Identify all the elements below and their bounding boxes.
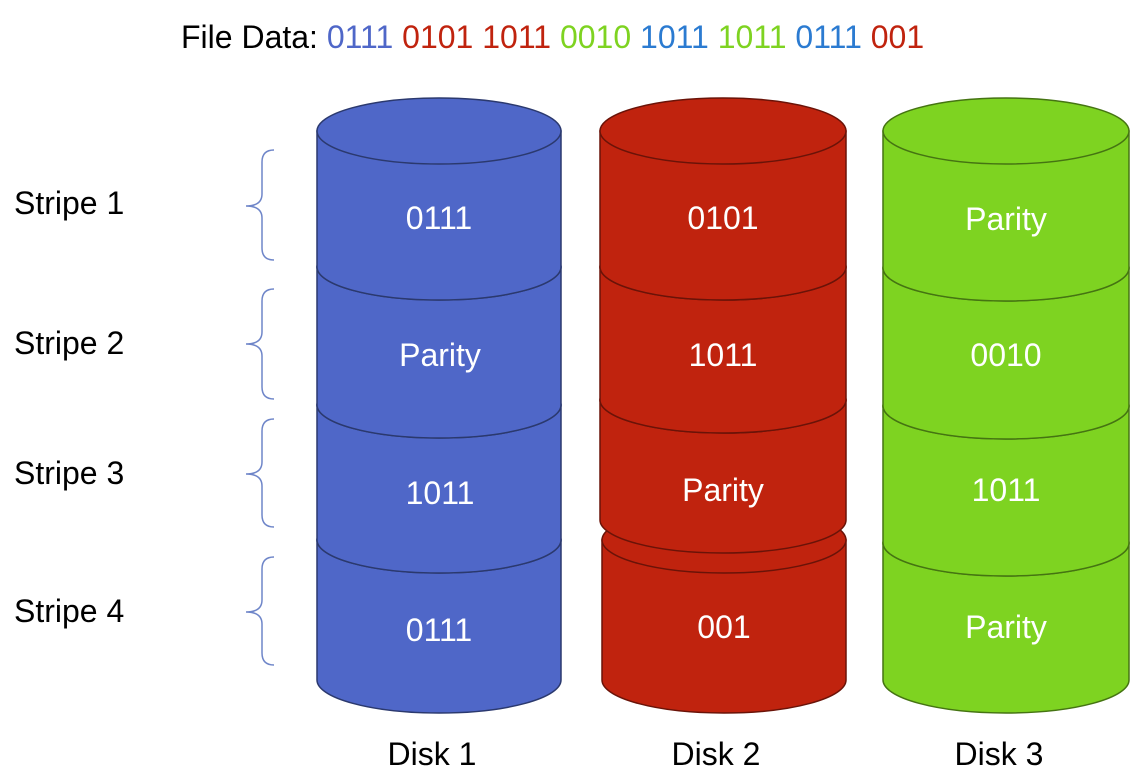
disk-1-block-1: 0111 bbox=[406, 200, 472, 236]
disk-1-block-2: Parity bbox=[399, 337, 481, 373]
disk-segment bbox=[882, 130, 1130, 302]
disk-3-cylinder bbox=[882, 97, 1130, 714]
disk-2-block-4: 001 bbox=[697, 609, 750, 645]
stripe-2-brace bbox=[245, 288, 275, 400]
disk-top bbox=[599, 97, 847, 165]
stripe-braces bbox=[245, 149, 275, 666]
disk-segment bbox=[882, 542, 1130, 714]
disk-3-block-4: Parity bbox=[965, 609, 1047, 645]
disk-1: 0111 Parity 1011 0111 Disk 1 bbox=[316, 97, 562, 772]
disk-segment bbox=[316, 539, 562, 714]
disk-1-block-4: 0111 bbox=[406, 612, 472, 648]
stripe-labels: Stripe 1 Stripe 2 Stripe 3 Stripe 4 bbox=[14, 185, 124, 629]
disk-segment bbox=[599, 399, 847, 554]
file-data-segment: 1011 bbox=[482, 19, 551, 55]
disk-2: 0101 1011 Parity 001 Disk 2 bbox=[599, 97, 847, 772]
file-data-segment: 001 bbox=[871, 19, 924, 55]
disk-3-block-2: 0010 bbox=[970, 337, 1041, 373]
stripe-3-brace bbox=[245, 418, 275, 528]
disk-2-block-3: Parity bbox=[682, 472, 764, 508]
disk-2-label: Disk 2 bbox=[672, 736, 761, 772]
disk-3: Parity 0010 1011 Parity Disk 3 bbox=[882, 97, 1130, 772]
disk-top bbox=[882, 97, 1130, 165]
file-data-segment: 0010 bbox=[560, 19, 631, 55]
disk-segment bbox=[316, 404, 562, 574]
disk-segment bbox=[316, 130, 562, 301]
disk-3-block-1: Parity bbox=[965, 201, 1047, 237]
file-data-prefix: File Data: bbox=[181, 19, 327, 55]
disk-top bbox=[316, 97, 562, 165]
disk-3-block-3: 1011 bbox=[972, 472, 1041, 508]
stripe-2-label: Stripe 2 bbox=[14, 325, 124, 361]
stripe-3-label: Stripe 3 bbox=[14, 455, 124, 491]
file-data-segment: 0101 bbox=[402, 19, 473, 55]
disk-1-cylinder bbox=[316, 97, 562, 714]
disk-segment bbox=[316, 266, 562, 439]
disk-2-block-1: 0101 bbox=[687, 200, 758, 236]
disk-segment bbox=[599, 130, 847, 301]
disk-1-block-3: 1011 bbox=[406, 475, 475, 511]
disk-segment bbox=[599, 266, 847, 434]
disk-2-cylinder bbox=[599, 97, 847, 714]
disk-segment bbox=[601, 539, 847, 714]
disk-3-label: Disk 3 bbox=[955, 736, 1044, 772]
file-data-segment: 0111 bbox=[327, 19, 393, 55]
disk-1-label: Disk 1 bbox=[388, 736, 477, 772]
disk-2-block-2: 1011 bbox=[689, 337, 758, 373]
stripe-4-brace bbox=[245, 556, 275, 666]
file-data-title: File Data: 0111 0101 1011 0010 1011 1011… bbox=[181, 19, 924, 55]
stripe-1-label: Stripe 1 bbox=[14, 185, 124, 221]
file-data-segment: 1011 bbox=[718, 19, 787, 55]
disk-segment bbox=[882, 267, 1130, 440]
stripe-1-brace bbox=[245, 149, 275, 261]
disk-segment bbox=[882, 405, 1130, 577]
file-data-segment: 1011 bbox=[640, 19, 709, 55]
stripe-4-label: Stripe 4 bbox=[14, 593, 124, 629]
file-data-segment: 0111 bbox=[795, 19, 861, 55]
